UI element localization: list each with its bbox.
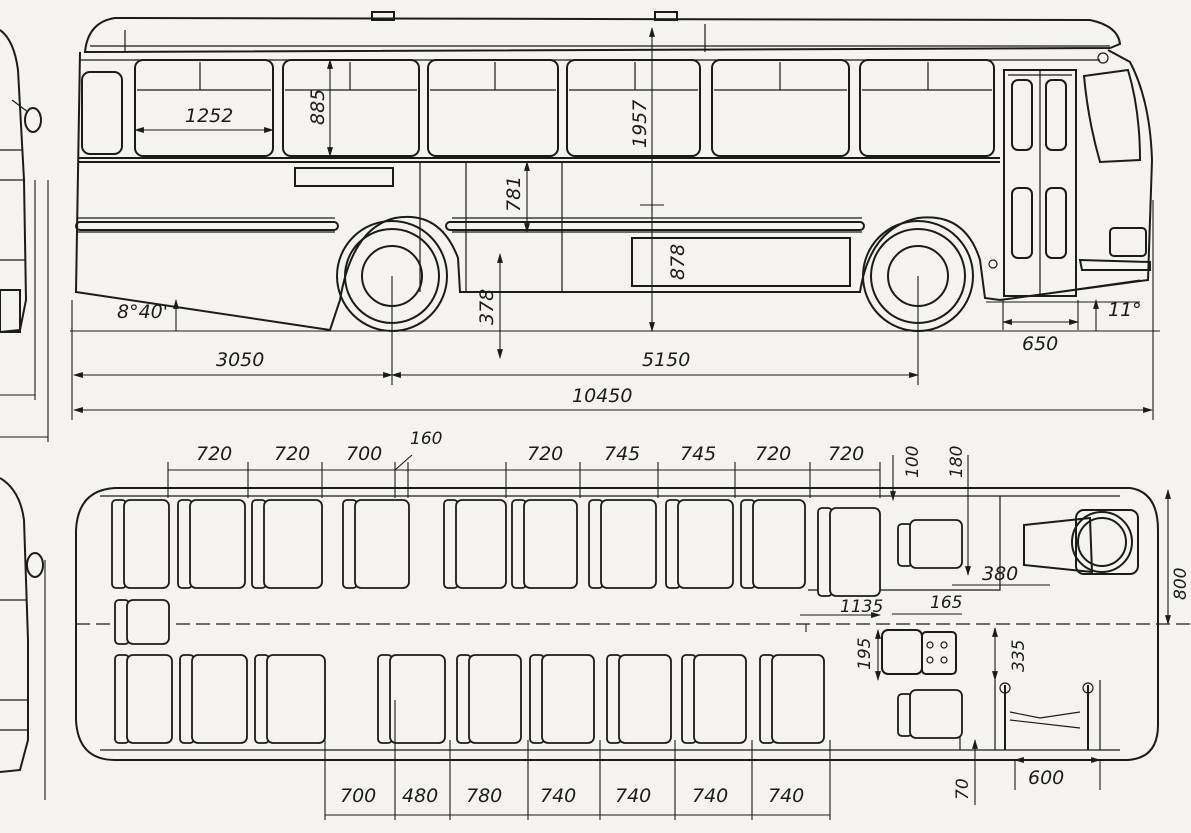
- plan-view: [75, 454, 1190, 820]
- top-right-a-dim: 100: [903, 446, 923, 478]
- top-pitch-5: 720: [527, 443, 563, 465]
- window-height-dim: 885: [307, 89, 329, 125]
- half-width-dim: 800: [1171, 568, 1191, 600]
- panel-depth-dim: 195: [855, 638, 875, 670]
- ground-clearance-dim: 378: [476, 289, 498, 325]
- front-angle-dim: 11°: [1108, 299, 1142, 321]
- top-pitch-6: 745: [604, 443, 640, 465]
- top-pitch-4: 160: [410, 429, 442, 449]
- seat-row-bottom: [114, 654, 825, 744]
- top-pitch-8: 720: [755, 443, 791, 465]
- rear-overhang-dim: 3050: [216, 349, 264, 371]
- front-view-partial: [0, 29, 49, 442]
- bottom-pitch-1: 700: [340, 785, 376, 807]
- bottom-pitch-3: 780: [466, 785, 502, 807]
- front-overhang-dim: 650: [1022, 333, 1058, 355]
- panel-height-dim: 335: [1009, 640, 1029, 672]
- floor-height-dim: 878: [667, 244, 689, 280]
- floor-step-dim: 781: [503, 176, 525, 212]
- bottom-pitch-5: 740: [615, 785, 651, 807]
- rear-view-partial: [0, 477, 46, 800]
- top-pitch-1: 720: [196, 443, 232, 465]
- top-pitch-9: 720: [828, 443, 864, 465]
- wheelbase-dim: 5150: [642, 349, 690, 371]
- window-width-dim: 1252: [185, 105, 233, 127]
- driver-offset-dim: 1135: [840, 597, 883, 617]
- top-pitch-3: 700: [346, 443, 382, 465]
- door-step-dim: 70: [953, 778, 973, 800]
- plan-view-labels: 720 720 700 160 720 745 745 720 720 100 …: [196, 429, 1191, 807]
- interior-height-dim: 1957: [629, 100, 651, 148]
- top-pitch-7: 745: [680, 443, 716, 465]
- overall-length-dim: 10450: [572, 385, 632, 407]
- panel-width-dim: 165: [930, 593, 962, 613]
- bottom-pitch-2: 480: [402, 785, 438, 807]
- side-view-labels: 1252 885 1957 781 878 378 8°40' 11° 650 …: [117, 89, 1142, 407]
- driver-seat-width-dim: 380: [982, 563, 1018, 585]
- seat-row-top: [111, 499, 881, 597]
- top-pitch-2: 720: [274, 443, 310, 465]
- bottom-pitch-7: 740: [768, 785, 804, 807]
- side-view: [70, 11, 1160, 420]
- top-right-b-dim: 180: [947, 446, 967, 478]
- rear-angle-dim: 8°40': [117, 301, 168, 323]
- bottom-pitch-4: 740: [540, 785, 576, 807]
- bottom-pitch-6: 740: [692, 785, 728, 807]
- door-width-dim: 600: [1028, 767, 1064, 789]
